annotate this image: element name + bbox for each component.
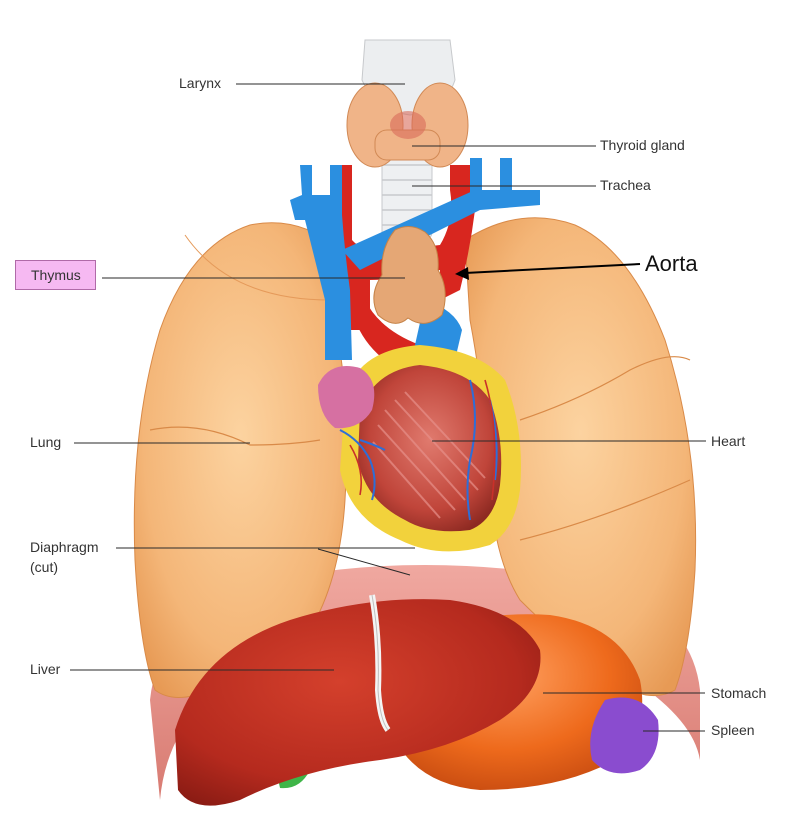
label-diaphragm-cut: (cut) [30, 559, 58, 575]
spleen [590, 697, 659, 774]
aorta-arrow [455, 263, 641, 280]
label-diaphragm: Diaphragm [30, 539, 99, 555]
label-liver: Liver [30, 661, 61, 677]
liver [175, 599, 541, 806]
label-trachea: Trachea [600, 177, 651, 193]
heart [358, 365, 502, 532]
label-thyroid-gland: Thyroid gland [600, 137, 685, 153]
label-stomach: Stomach [711, 685, 767, 701]
label-lung: Lung [30, 434, 62, 450]
atrium [318, 366, 375, 429]
leader-lines [70, 83, 706, 732]
label-heart: Heart [711, 433, 746, 449]
label-aorta: Aorta [645, 251, 698, 276]
label-larynx: Larynx [179, 75, 222, 91]
label-thymus: Thymus [15, 260, 96, 290]
label-spleen: Spleen [711, 722, 755, 738]
left-lung [133, 222, 348, 698]
